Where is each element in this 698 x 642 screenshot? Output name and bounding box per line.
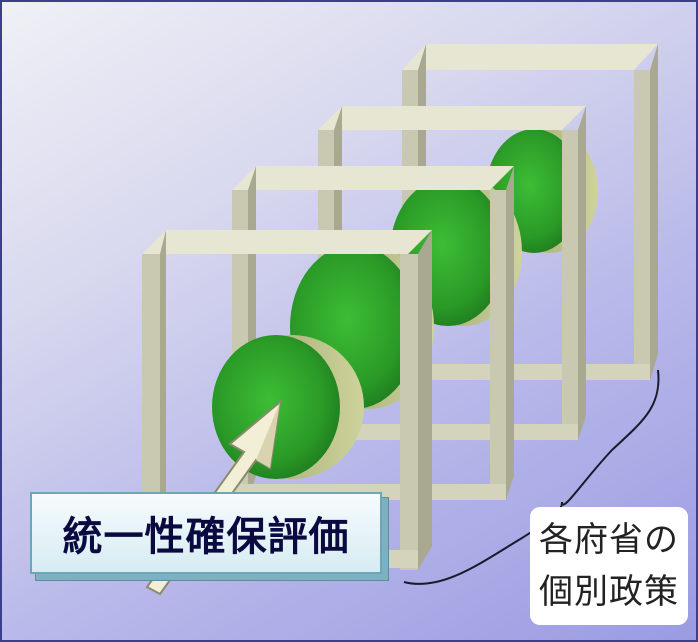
ministry-policies-line2: 個別政策 <box>539 572 679 612</box>
unified-evaluation-box: 統一性確保評価 <box>30 492 382 574</box>
brace-icon <box>403 369 660 585</box>
ministry-policies-box: 各府省の 個別政策 <box>530 507 688 625</box>
policy-disc-1 <box>212 335 364 479</box>
unified-evaluation-label: 統一性確保評価 <box>62 514 350 560</box>
ministry-policies-line1: 各府省の <box>539 520 679 560</box>
